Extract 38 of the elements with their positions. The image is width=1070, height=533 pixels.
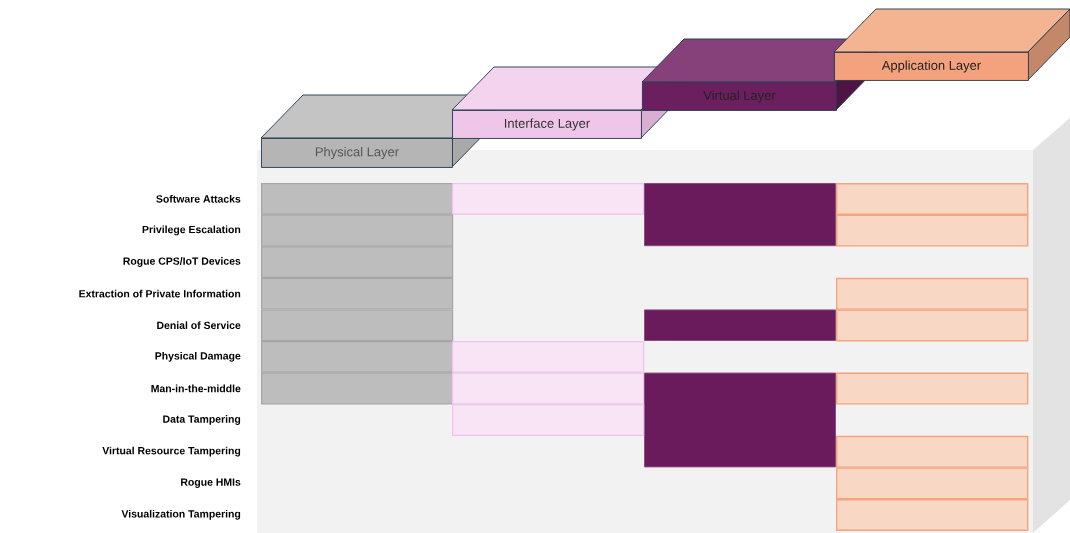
threat-bar (644, 183, 836, 247)
threat-bar (644, 309, 836, 341)
node-label: Physical Layer (315, 146, 399, 159)
node-label: Interface Layer (504, 118, 590, 131)
threat-bar (261, 214, 454, 247)
threat-label: Denial of Service (157, 321, 241, 330)
threat-label: Physical Damage (155, 351, 241, 362)
threat-bar (261, 277, 454, 310)
node-label: Virtual Layer (703, 90, 776, 103)
threat-bar (261, 183, 454, 215)
threat-bar (836, 467, 1029, 500)
threat-bar (261, 246, 454, 278)
threat-bar (836, 499, 1029, 531)
threat-bar (644, 372, 836, 468)
threat-bar (452, 183, 645, 215)
threat-label: Data Tampering (163, 415, 241, 425)
threat-bar (836, 435, 1029, 468)
threat-label: Extraction of Private Information (79, 289, 241, 298)
threat-label: Visualization Tampering (121, 509, 241, 520)
threat-label: Virtual Resource Tampering (102, 446, 241, 457)
threat-label: Rogue HMIs (181, 478, 241, 488)
threat-bar (836, 214, 1029, 247)
threat-label: Man-in-the-middle (151, 384, 241, 393)
threat-label: Software Attacks (156, 194, 241, 203)
threat-label: Privilege Escalation (142, 225, 241, 236)
node-label: Application Layer (881, 60, 981, 73)
threat-label: Rogue CPS/IoT Devices (123, 257, 241, 267)
layer-slab: Application Layer (833, 8, 1070, 81)
threat-bar (836, 309, 1029, 342)
threat-bar (836, 372, 1029, 405)
threat-bar (452, 404, 645, 436)
threat-bar (836, 277, 1029, 310)
threat-bar (452, 341, 645, 373)
threat-bar (261, 372, 454, 405)
threat-bar (261, 309, 454, 342)
threat-bar (836, 183, 1029, 215)
threat-bar (261, 341, 454, 373)
threat-bar (452, 372, 645, 405)
